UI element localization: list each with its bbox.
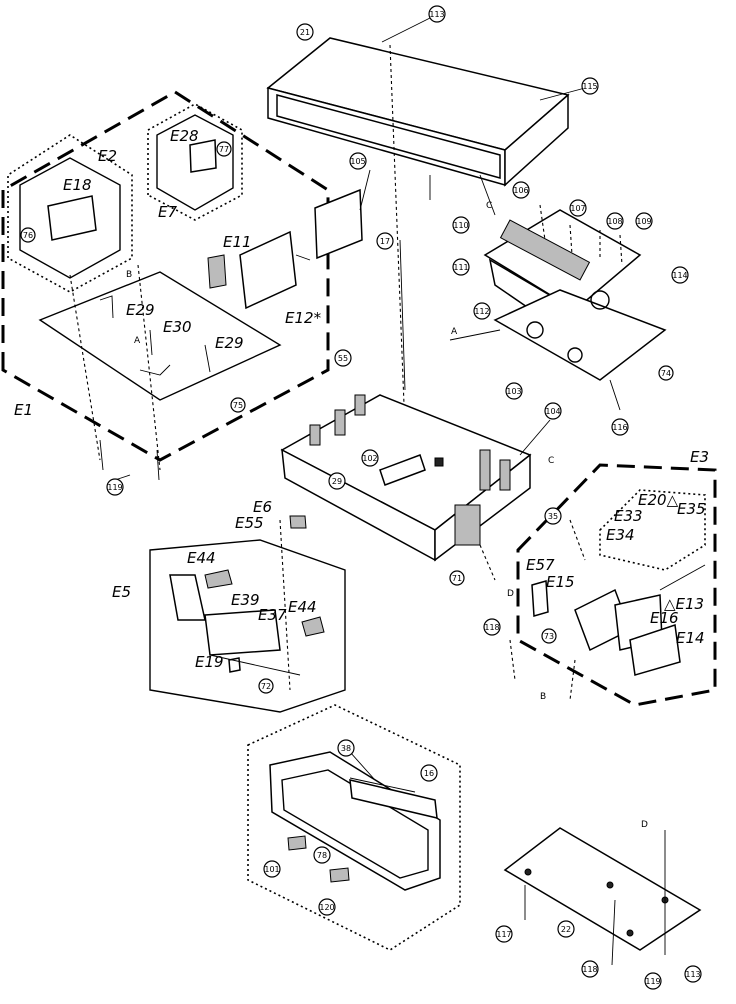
bottom-plate — [503, 827, 702, 966]
ref-d-2: D — [641, 820, 648, 830]
label-e12: E12* — [285, 309, 322, 327]
callout-102: 102 — [362, 454, 377, 463]
callout-74: 74 — [661, 369, 671, 378]
callout-77: 77 — [219, 145, 229, 154]
label-e19: E19 — [195, 653, 224, 671]
callout-21: 21 — [300, 28, 310, 37]
label-e13: △E13 — [664, 595, 704, 613]
label-e34: E34 — [606, 526, 635, 544]
callout-108: 108 — [607, 217, 622, 226]
main-chassis — [280, 239, 551, 581]
callout-118b: 118 — [582, 965, 597, 974]
ref-d-1: D — [507, 589, 514, 599]
callout-76: 76 — [23, 231, 33, 240]
label-e3: E3 — [690, 448, 709, 466]
label-e11: E11 — [223, 233, 252, 251]
callout-105: 105 — [350, 157, 365, 166]
ref-c-1: C — [486, 201, 492, 211]
callout-117: 117 — [496, 930, 511, 939]
label-e28: E28 — [170, 127, 199, 145]
callout-103: 103 — [506, 387, 521, 396]
callout-110: 110 — [453, 221, 468, 230]
ref-b-2: B — [540, 692, 546, 702]
label-e7: E7 — [158, 203, 177, 221]
callout-113b: 113 — [685, 970, 700, 979]
callout-55: 55 — [338, 354, 348, 363]
label-e37: E37 — [258, 606, 287, 624]
callout-120: 120 — [319, 903, 334, 912]
callout-109: 109 — [636, 217, 651, 226]
ref-c-2: C — [548, 456, 554, 466]
label-e18: E18 — [63, 176, 92, 194]
mechanism-deck — [449, 174, 667, 411]
callout-116: 116 — [612, 423, 627, 432]
callout-115: 115 — [582, 82, 597, 91]
group-e5 — [149, 515, 346, 713]
label-e44-b: E44 — [288, 598, 317, 616]
ref-a-2: A — [451, 327, 458, 337]
callout-16: 16 — [424, 769, 434, 778]
callout-35: 35 — [548, 512, 558, 521]
label-e35: E35 — [677, 500, 706, 518]
label-e15: E15 — [546, 573, 575, 591]
callout-38: 38 — [341, 744, 351, 753]
callout-75: 75 — [233, 401, 243, 410]
callout-17: 17 — [380, 237, 390, 246]
front-panel-group — [247, 704, 461, 951]
label-e5: E5 — [112, 583, 131, 601]
callouts: 21 113 115 105 17 77 76 75 119 106 107 1… — [20, 5, 702, 990]
callout-107: 107 — [570, 204, 585, 213]
callout-113: 113 — [429, 10, 444, 19]
callout-101: 101 — [264, 865, 279, 874]
label-e57: E57 — [526, 556, 555, 574]
callout-114: 114 — [672, 271, 687, 280]
callout-111: 111 — [453, 263, 468, 272]
callout-119b: 119 — [645, 977, 660, 986]
label-e20: E20△ — [638, 491, 679, 509]
label-e29-a: E29 — [126, 301, 155, 319]
callout-78: 78 — [317, 851, 327, 860]
label-e2: E2 — [98, 147, 117, 165]
callout-73: 73 — [544, 632, 554, 641]
label-e39: E39 — [231, 591, 260, 609]
callout-72: 72 — [261, 682, 271, 691]
top-cover — [266, 17, 586, 431]
label-e16: E16 — [650, 609, 679, 627]
callout-118: 118 — [484, 623, 499, 632]
label-e14: E14 — [676, 629, 705, 647]
group-e3 — [509, 463, 717, 707]
callout-29: 29 — [332, 477, 342, 486]
callout-112: 112 — [474, 307, 489, 316]
label-e29-b: E29 — [215, 334, 244, 352]
ref-a-1: A — [134, 336, 141, 346]
label-e44-a: E44 — [187, 549, 216, 567]
label-e6: E6 — [253, 498, 272, 516]
label-e30: E30 — [163, 318, 192, 336]
group-e1 — [1, 90, 371, 481]
callout-22: 22 — [561, 925, 571, 934]
callout-71: 71 — [452, 574, 462, 583]
label-e33: E33 — [614, 507, 643, 525]
ref-b-1: B — [126, 270, 132, 280]
callout-106: 106 — [513, 186, 528, 195]
callout-119: 119 — [107, 483, 122, 492]
callout-104: 104 — [545, 407, 560, 416]
label-e1: E1 — [14, 401, 33, 419]
label-e55: E55 — [235, 514, 264, 532]
